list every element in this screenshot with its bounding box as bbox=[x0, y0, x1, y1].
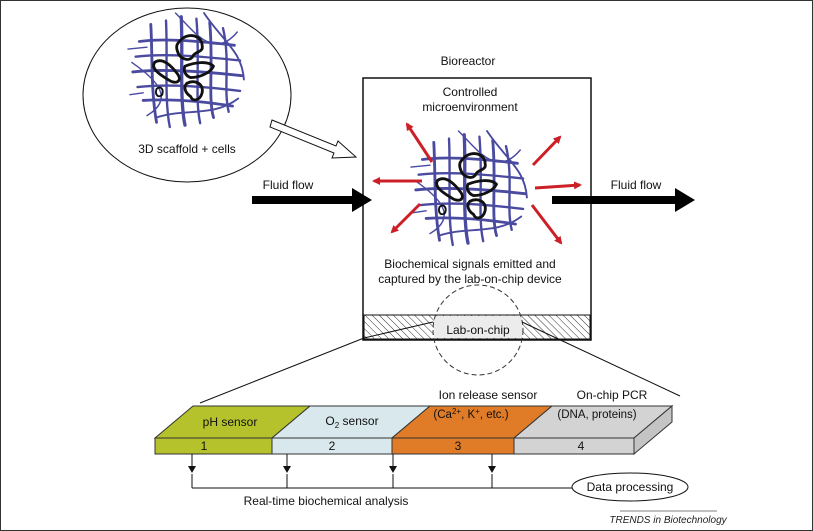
module-3-subtitle: (Ca2+, K+, etc.) bbox=[433, 407, 508, 421]
inlet-arrow-icon bbox=[252, 188, 372, 212]
data-processing-node bbox=[571, 472, 689, 502]
module-4-front bbox=[513, 437, 635, 455]
chip-side-face bbox=[633, 404, 673, 456]
signal-arrow-icon bbox=[530, 204, 563, 245]
expand-line-right bbox=[521, 321, 681, 397]
signals-label-line2: captured by the lab-on-chip device bbox=[378, 272, 562, 286]
signal-arrow-icon bbox=[534, 181, 582, 190]
signals-label-line1: Biochemical signals emitted and bbox=[384, 257, 555, 271]
credit-label: TRENDS in Biotechnology bbox=[609, 515, 727, 526]
bioreactor-title: Bioreactor bbox=[441, 54, 496, 68]
outlet-arrow-icon bbox=[552, 188, 695, 212]
chip-bar: pH sensor O2 sensor Ion release sensor (… bbox=[153, 388, 674, 456]
module-3-title: Ion release sensor bbox=[439, 388, 538, 402]
signal-arrows bbox=[372, 122, 582, 245]
outlet-flow-label: Fluid flow bbox=[611, 178, 662, 192]
module-4-number: 4 bbox=[578, 439, 585, 453]
environment-label-line1: Controlled bbox=[443, 85, 498, 99]
environment-label-line2: microenvironment bbox=[422, 100, 518, 114]
zoom-circle bbox=[432, 284, 524, 376]
analysis-flow bbox=[188, 454, 591, 492]
module-2-number: 2 bbox=[329, 439, 336, 453]
inlet-flow-label: Fluid flow bbox=[263, 178, 314, 192]
module-1-number: 1 bbox=[201, 439, 208, 453]
scaffold-bubble: 3D scaffold + cells bbox=[82, 7, 292, 183]
inlet-flow: Fluid flow bbox=[252, 178, 372, 212]
expand-line-left bbox=[199, 337, 365, 404]
module-3-front bbox=[391, 437, 515, 455]
bioreactor: Bioreactor Controlled microenvironment B… bbox=[362, 54, 592, 376]
lab-on-chip-highlight bbox=[434, 316, 522, 338]
signal-arrow-icon bbox=[531, 135, 562, 167]
lab-on-chip-label: Lab-on-chip bbox=[446, 323, 510, 337]
analysis-label: Real-time biochemical analysis bbox=[244, 494, 409, 508]
module-4-subtitle: (DNA, proteins) bbox=[557, 409, 636, 421]
bioreactor-chamber bbox=[362, 77, 592, 341]
module-1-label: pH sensor bbox=[203, 415, 258, 429]
module-1-front bbox=[154, 437, 273, 455]
expand-line-left-inner bbox=[363, 321, 434, 339]
signal-arrow-icon bbox=[390, 202, 422, 234]
module-4-title: On-chip PCR bbox=[577, 388, 648, 402]
transfer-arrow-icon bbox=[269, 119, 358, 159]
scaffold-label: 3D scaffold + cells bbox=[138, 142, 236, 156]
module-3-number: 3 bbox=[455, 439, 462, 453]
module-2-label: O2 sensor bbox=[325, 414, 378, 430]
signal-arrow-icon bbox=[405, 122, 434, 163]
data-processing-label: Data processing bbox=[587, 480, 674, 494]
outlet-flow: Fluid flow bbox=[552, 178, 695, 212]
